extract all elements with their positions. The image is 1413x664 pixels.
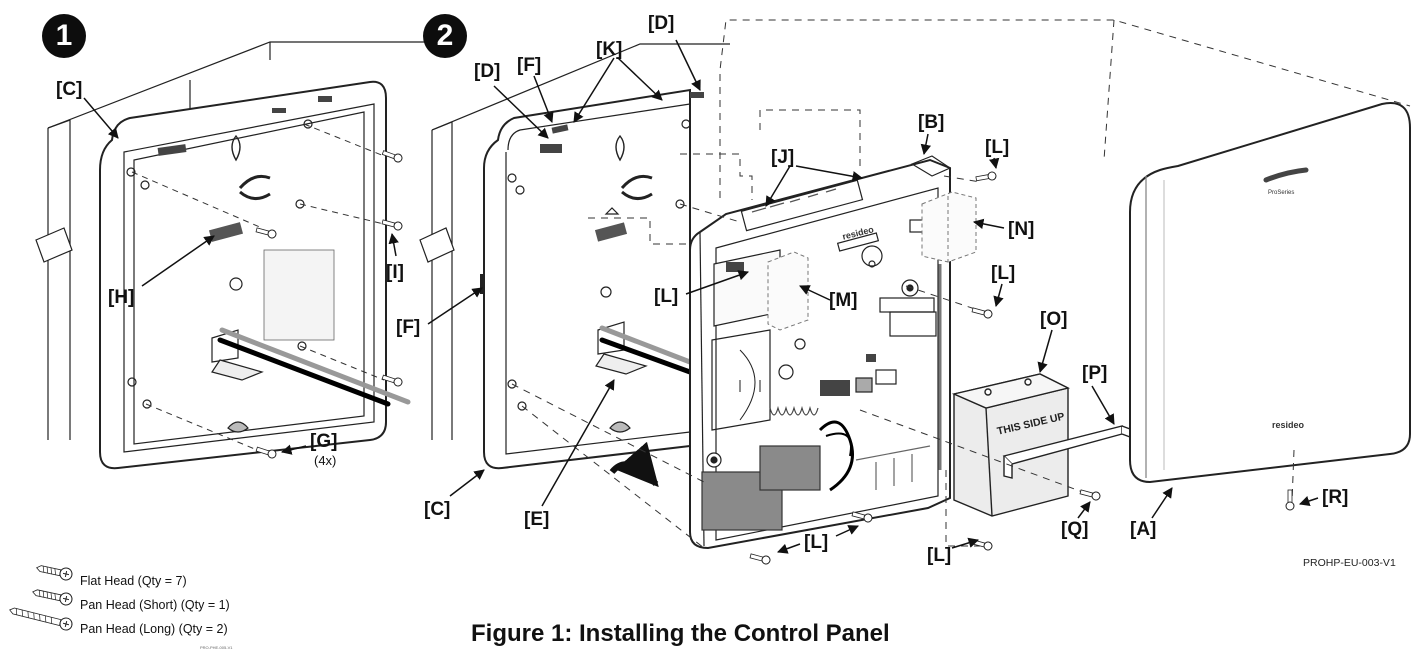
step-2-badge: 2 bbox=[423, 14, 467, 58]
callout-n: [N] bbox=[1008, 219, 1035, 240]
back-plate-step-2 bbox=[480, 88, 704, 470]
dashed-guides-step-2 bbox=[511, 19, 1411, 549]
callout-l-1: [L] bbox=[985, 137, 1010, 158]
callout-d-2: [D] bbox=[648, 13, 675, 34]
front-cover bbox=[1129, 102, 1411, 484]
module-m bbox=[767, 251, 809, 331]
control-panel bbox=[689, 155, 952, 550]
flat-head-screw-icon bbox=[36, 565, 73, 581]
callout-r: [R] bbox=[1322, 487, 1349, 508]
pan-head-short-screw-icon bbox=[32, 589, 73, 606]
callout-b: [B] bbox=[918, 112, 945, 133]
cable-step-2 bbox=[599, 325, 693, 375]
legend-code: PRO-PHE-005-V1 bbox=[200, 645, 233, 650]
callout-j: [J] bbox=[771, 147, 795, 168]
cable-step-1 bbox=[217, 327, 411, 407]
callout-a: [A] bbox=[1130, 519, 1157, 540]
callout-g-qty: (4x) bbox=[314, 453, 337, 468]
callout-i: [I] bbox=[386, 262, 404, 283]
document-code: PROHP-EU-003-V1 bbox=[1303, 557, 1396, 569]
leader-lines-step-2 bbox=[427, 39, 1319, 554]
callout-l-2: [L] bbox=[991, 263, 1016, 284]
screws-step-2 bbox=[749, 171, 1295, 565]
dashed-guides-step-1 bbox=[131, 123, 385, 453]
back-plate-step-1 bbox=[99, 80, 387, 470]
wall-step-2 bbox=[419, 43, 730, 440]
callout-f-2: [F] bbox=[396, 317, 421, 338]
callout-p: [P] bbox=[1082, 363, 1108, 384]
callout-f-1: [F] bbox=[517, 55, 542, 76]
callout-l-4: [L] bbox=[804, 532, 829, 553]
callout-c-2: [C] bbox=[424, 499, 451, 520]
legend-pan-head-short: Pan Head (Short) (Qty = 1) bbox=[80, 598, 230, 612]
cover-series-text: ProSeries bbox=[1268, 190, 1295, 196]
callout-k: [K] bbox=[596, 39, 623, 60]
legend-flat-head: Flat Head (Qty = 7) bbox=[80, 574, 187, 588]
leader-lines-step-1 bbox=[83, 97, 399, 455]
figure-caption: Figure 1: Installing the Control Panel bbox=[471, 620, 890, 647]
callout-l-3: [L] bbox=[654, 286, 679, 307]
legend-pan-head-long: Pan Head (Long) (Qty = 2) bbox=[80, 622, 228, 636]
callout-m: [M] bbox=[829, 290, 858, 311]
module-n bbox=[921, 191, 977, 263]
wall-step-1 bbox=[35, 41, 430, 440]
step-1-badge: 1 bbox=[42, 14, 86, 58]
callout-l-5: [L] bbox=[927, 545, 952, 566]
pan-head-long-screw-icon bbox=[9, 607, 73, 631]
callout-d-1: [D] bbox=[474, 61, 501, 82]
screws-step-1 bbox=[255, 150, 403, 459]
cover-brand-text: resideo bbox=[1272, 420, 1305, 430]
callout-g: [G] bbox=[310, 431, 338, 452]
callout-o: [O] bbox=[1040, 309, 1068, 330]
callout-c-1: [C] bbox=[56, 79, 83, 100]
callout-e: [E] bbox=[524, 509, 550, 530]
callout-h: [H] bbox=[108, 287, 135, 308]
callout-q: [Q] bbox=[1061, 519, 1089, 540]
rotate-arrow-icon bbox=[609, 441, 659, 488]
battery bbox=[951, 373, 1071, 517]
